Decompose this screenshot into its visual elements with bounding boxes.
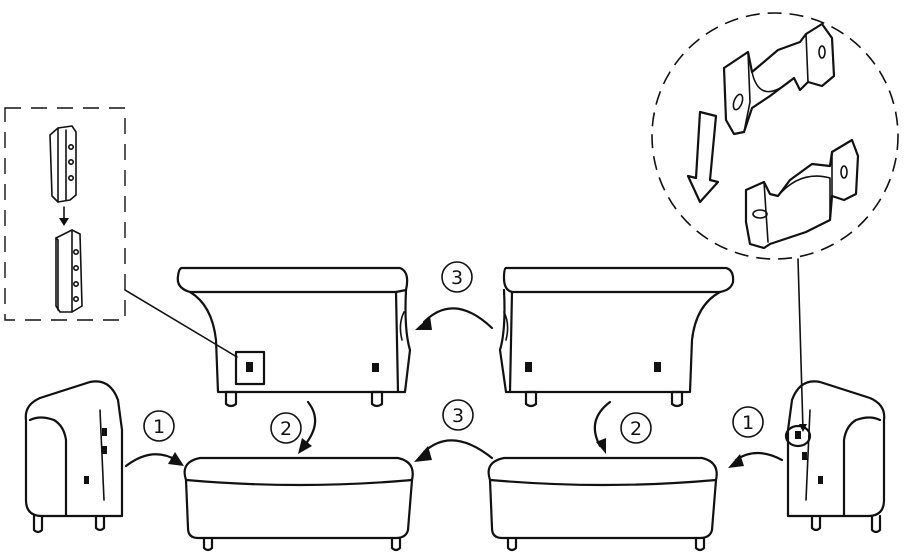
step-marker-label: 1 xyxy=(153,416,165,438)
left-bracket-detail-inset xyxy=(5,108,237,357)
assembly-arrows xyxy=(126,308,782,468)
right-backrest xyxy=(500,268,733,406)
step-marker-3-backrest: 3 xyxy=(442,262,472,292)
step-marker-label: 2 xyxy=(630,418,642,440)
step-marker-3-seat: 3 xyxy=(443,400,473,430)
right-hook-detail-circle xyxy=(652,13,898,432)
hook-bracket-lower xyxy=(746,140,858,248)
left-backrest xyxy=(178,268,410,406)
step-marker-1-right: 1 xyxy=(733,407,763,437)
step-marker-2-right: 2 xyxy=(621,413,651,443)
hollow-down-arrow xyxy=(688,112,718,202)
step-marker-1-left: 1 xyxy=(144,411,174,441)
inset-leader-line xyxy=(125,290,237,357)
bracket-lower-part xyxy=(56,230,82,312)
step-marker-label: 2 xyxy=(280,418,292,440)
bracket-down-arrow xyxy=(59,207,69,226)
right-armrest xyxy=(786,381,884,532)
hook-bracket-upper xyxy=(724,24,834,134)
step-marker-label: 3 xyxy=(451,267,463,289)
inset-dashed-frame xyxy=(5,108,125,320)
left-armrest xyxy=(26,381,122,532)
left-seat-cushion xyxy=(185,458,413,550)
circle-leader-line xyxy=(798,259,803,430)
step-marker-label: 1 xyxy=(742,412,754,434)
right-seat-cushion xyxy=(489,458,717,550)
step-marker-label: 3 xyxy=(452,405,464,427)
step-marker-2-left: 2 xyxy=(271,413,301,443)
bracket-upper-part xyxy=(50,126,76,202)
